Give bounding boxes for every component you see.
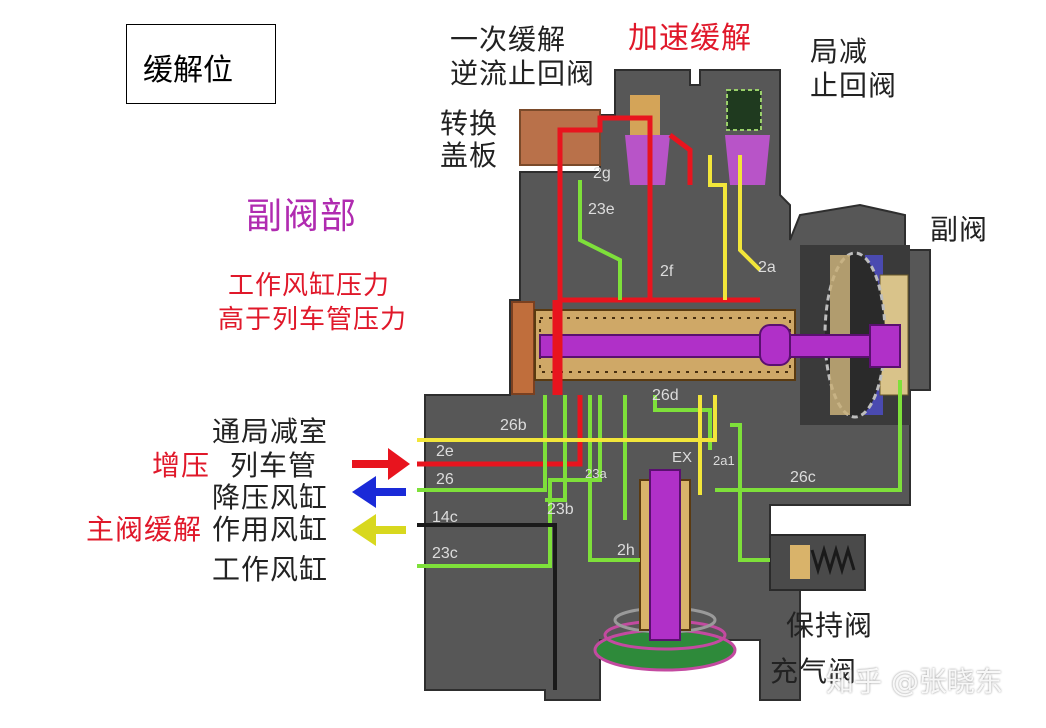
watermark: 知乎 @张晓东 bbox=[826, 665, 1003, 698]
local-reduce-passages bbox=[417, 155, 762, 495]
passage-26c: 26c bbox=[790, 469, 816, 486]
passage-ex: EX bbox=[672, 449, 692, 466]
title-box: 缓解位 bbox=[126, 24, 276, 104]
local-reduce-check-label-1: 局减 bbox=[810, 35, 869, 68]
diagram-title: 缓解位 bbox=[143, 53, 233, 88]
arrow-red bbox=[352, 448, 410, 480]
port-23c: 23c bbox=[432, 545, 458, 562]
passage-2a: 2a bbox=[758, 259, 776, 276]
passage-26b: 26b bbox=[500, 417, 527, 434]
first-release-check-label-1: 一次缓解 bbox=[450, 23, 567, 56]
end-cap bbox=[511, 301, 535, 395]
charge-valve-label: 充气阀 bbox=[770, 655, 858, 688]
section-label: 副阀部 bbox=[246, 196, 358, 237]
passage-23e: 23e bbox=[588, 201, 615, 218]
row-action-reservoir: 作用风缸 bbox=[212, 513, 329, 546]
port-2e: 2e bbox=[436, 443, 454, 460]
row-pressure-increase-prefix: 增压 bbox=[152, 449, 211, 482]
passage-2a1: 2a1 bbox=[713, 453, 735, 468]
row-main-release-prefix: 主阀缓解 bbox=[86, 513, 203, 546]
local-reduce-check-valve bbox=[725, 89, 770, 185]
accel-release-label: 加速缓解 bbox=[628, 21, 752, 56]
piston-rod bbox=[539, 334, 871, 358]
passage-26d: 26d bbox=[652, 387, 679, 404]
hold-valve-assembly bbox=[769, 534, 866, 591]
arrow-yellow bbox=[352, 514, 406, 546]
row-work-reservoir: 工作风缸 bbox=[212, 553, 329, 586]
condition-line-2: 高于列车管压力 bbox=[218, 305, 408, 335]
charge-valve-assembly bbox=[593, 469, 737, 672]
work-reservoir-passages bbox=[417, 180, 902, 568]
passage-23a: 23a bbox=[585, 466, 607, 481]
switch-cover-label-1: 转换 bbox=[440, 107, 499, 140]
switch-cover-label-2: 盖板 bbox=[440, 139, 499, 172]
passage-2g: 2g bbox=[593, 165, 611, 182]
hold-valve-label: 保持阀 bbox=[786, 609, 874, 642]
passage-23b: 23b bbox=[547, 501, 574, 518]
local-reduce-check-label-2: 止回阀 bbox=[810, 69, 898, 102]
passage-2f: 2f bbox=[660, 263, 674, 280]
first-release-check-label-2: 逆流止回阀 bbox=[450, 57, 596, 90]
row-train-pipe: 列车管 bbox=[230, 449, 318, 482]
arrow-blue bbox=[352, 476, 406, 508]
brake-cylinder-passage bbox=[417, 523, 557, 690]
passage-2h: 2h bbox=[617, 542, 635, 559]
condition-line-1: 工作风缸压力 bbox=[228, 271, 391, 301]
port-14c: 14c bbox=[432, 509, 458, 526]
row-reduce-reservoir: 降压风缸 bbox=[212, 481, 329, 514]
row-local-reduce-chamber: 通局减室 bbox=[212, 415, 329, 448]
aux-valve-label: 副阀 bbox=[930, 213, 989, 246]
port-26: 26 bbox=[436, 471, 454, 488]
